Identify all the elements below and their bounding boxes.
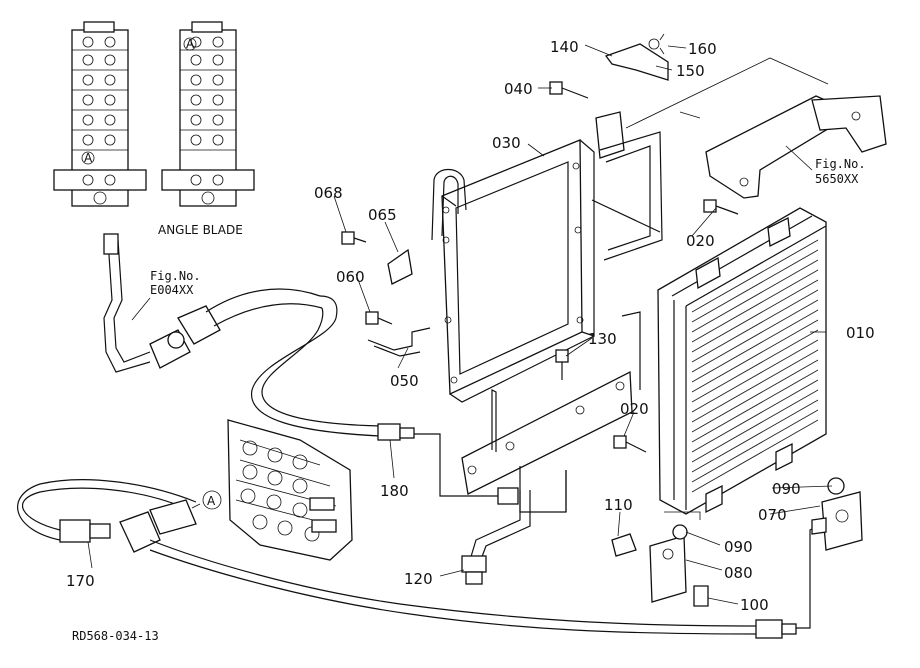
callout-130: 130 (588, 330, 617, 348)
valve-marker-a-left: A (84, 151, 93, 165)
valve-marker-a-right: A (186, 37, 195, 51)
fig-e004-title: Fig.No. (150, 269, 201, 283)
callout-050: 050 (390, 372, 419, 390)
callout-170: 170 (66, 572, 95, 590)
valve-port-schematic-right: A (161, 21, 255, 207)
bracket-050 (367, 327, 431, 351)
fig-e004-code: E004XX (150, 283, 194, 297)
callout-110: 110 (604, 496, 633, 514)
pipe-assembly-e004 (103, 233, 323, 373)
callout-065: 065 (368, 206, 397, 224)
callout-070: 070 (758, 506, 787, 524)
oil-cooler-core-010 (657, 207, 827, 515)
pipe-120 (461, 490, 531, 585)
callout-030: 030 (492, 134, 521, 152)
clip-assembly (604, 33, 669, 81)
bracket-080 (611, 511, 709, 607)
return-hose-long (149, 539, 761, 627)
callout-150: 150 (676, 62, 705, 80)
fig-5650-code: 5650XX (815, 172, 859, 186)
leader-lines (87, 44, 833, 605)
callout-090-left: 090 (724, 538, 753, 556)
callout-020-upper: 020 (686, 232, 715, 250)
bracket-065 (387, 248, 413, 285)
mounting-bracket-5650 (625, 57, 887, 199)
hose-170: A (17, 479, 222, 553)
callout-120: 120 (404, 570, 433, 588)
callout-100: 100 (740, 596, 769, 614)
callout-040: 040 (504, 80, 533, 98)
valve-port-schematic-left: A (53, 21, 147, 207)
marker-a-hose: A (207, 494, 216, 508)
callout-010: 010 (846, 324, 875, 342)
callout-060: 060 (336, 268, 365, 286)
callout-080: 080 (724, 564, 753, 582)
angle-blade-label: ANGLE BLADE (158, 223, 243, 237)
support-frame-030 (431, 139, 595, 403)
callout-180: 180 (380, 482, 409, 500)
fig-5650-title: Fig.No. (815, 157, 866, 171)
hose-180 (251, 295, 519, 505)
callout-labels: 140 160 150 040 030 068 065 060 050 130 … (66, 38, 875, 614)
callout-160: 160 (688, 40, 717, 58)
upper-bracket (591, 111, 663, 261)
callout-140: 140 (550, 38, 579, 56)
fitting-070 (811, 477, 863, 551)
control-valve-block (227, 419, 353, 561)
drawing-number: RD568-034-13 (72, 629, 159, 643)
callout-090-right: 090 (772, 480, 801, 498)
callout-068: 068 (314, 184, 343, 202)
lower-bracket (461, 311, 641, 513)
callout-020-lower: 020 (620, 400, 649, 418)
